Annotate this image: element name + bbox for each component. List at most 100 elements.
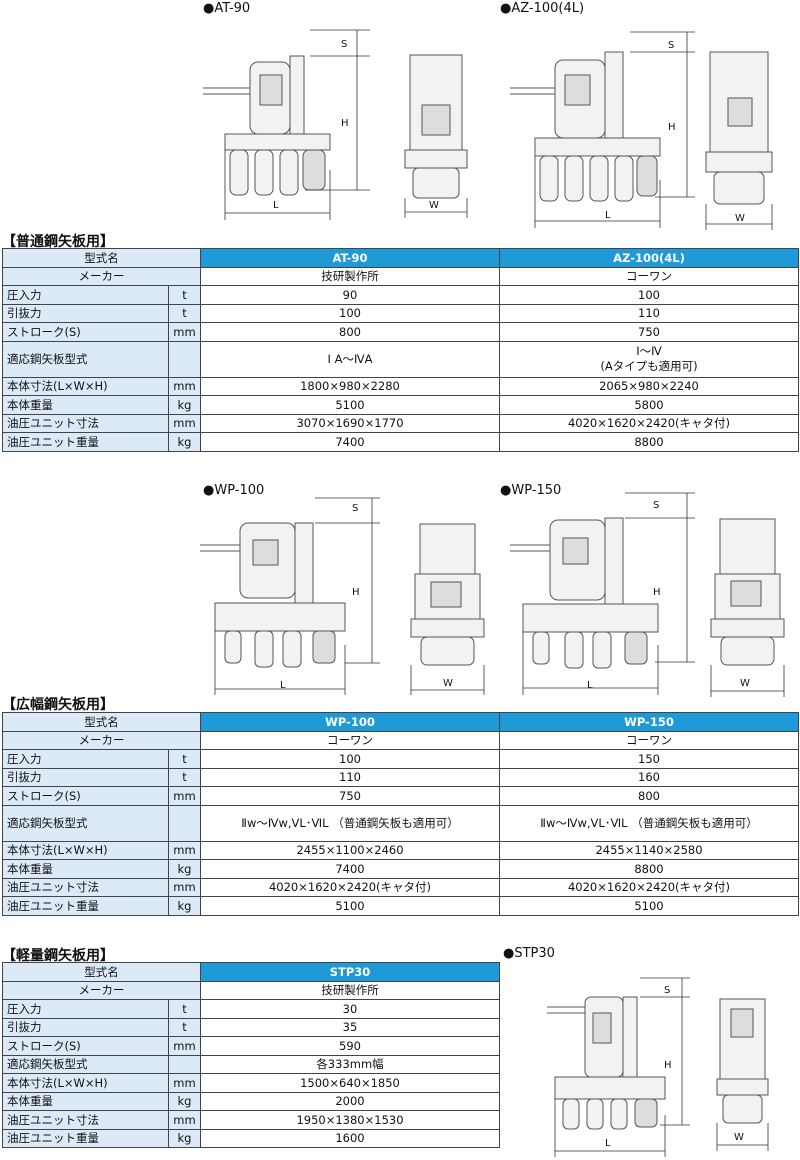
row-unit: mm — [168, 322, 201, 342]
maker-cell: コーワン — [499, 266, 799, 286]
at90-dim-w: W — [429, 200, 439, 211]
value-cell: 1500×640×1850 — [200, 1073, 500, 1093]
row-unit: kg — [168, 859, 201, 879]
value-cell: 4020×1620×2420(キャタ付) — [200, 877, 500, 897]
table-row: 型式名 WP-100 WP-150 — [2, 712, 799, 732]
row-unit — [168, 804, 201, 842]
value-cell: 各333mm幅 — [200, 1054, 500, 1074]
value-cell: 5800 — [499, 395, 799, 415]
row-label: 油圧ユニット寸法 — [2, 413, 169, 433]
table-row: 本体寸法(L×W×H) mm 2455×1100×2460 2455×1140×… — [2, 840, 799, 860]
row-label: 油圧ユニット寸法 — [2, 1110, 169, 1130]
az100-front-view-drawing — [705, 51, 773, 230]
value-cell: 1600 — [200, 1128, 500, 1148]
spec-table-light: 型式名 STP30 メーカー 技研製作所 圧入力 t 30 引抜力 t 35 ス… — [2, 962, 500, 1148]
maker-header: メーカー — [2, 266, 201, 286]
az100-dim-s: S — [668, 40, 675, 51]
section-title-wide: 【広幅鋼矢板用】 — [2, 697, 114, 713]
spec-table-standard: 型式名 AT-90 AZ-100(4L) メーカー 技研製作所 コーワン 圧入力… — [2, 248, 799, 452]
row-unit: t — [168, 285, 201, 305]
az100-side-view-drawing — [510, 31, 695, 228]
wp100-dim-h: H — [352, 587, 360, 598]
wp100-dim-s: S — [352, 503, 359, 514]
value-cell: 1950×1380×1530 — [200, 1110, 500, 1130]
table-row: 油圧ユニット重量 kg 7400 8800 — [2, 432, 799, 452]
wp150-side-view-drawing — [510, 492, 695, 695]
at90-dim-s: S — [341, 39, 348, 50]
value-cell: 35 — [200, 1017, 500, 1037]
value-cell: 800 — [499, 786, 799, 806]
wp150-front-view-drawing — [710, 518, 785, 697]
value-cell: 30 — [200, 999, 500, 1019]
row-unit — [168, 1054, 201, 1074]
table-row: 引抜力 t 35 — [2, 1017, 500, 1037]
table-row: 圧入力 t 30 — [2, 999, 500, 1019]
value-cell: Ⅱw〜Ⅳw,ⅤL･ⅥL （普通鋼矢板も適用可） — [499, 804, 799, 842]
row-unit: t — [168, 749, 201, 769]
table-row: 本体重量 kg 7400 8800 — [2, 859, 799, 879]
model-header-cell: WP-100 — [200, 712, 500, 732]
row-label: 適応鋼矢板型式 — [2, 340, 169, 378]
table-row: 油圧ユニット寸法 mm 4020×1620×2420(キャタ付) 4020×16… — [2, 877, 799, 897]
row-unit: mm — [168, 1036, 201, 1056]
figure-label-wp100: ●WP-100 — [203, 483, 265, 498]
value-cell: 750 — [499, 322, 799, 342]
at90-dim-l: L — [273, 200, 279, 211]
row-label: 本体寸法(L×W×H) — [2, 840, 169, 860]
stp30-dim-l: L — [605, 1138, 611, 1149]
row-unit: mm — [168, 877, 201, 897]
row-label: 引抜力 — [2, 767, 169, 787]
row-label: ストローク(S) — [2, 1036, 169, 1056]
row-unit: kg — [168, 395, 201, 415]
table-row: 本体重量 kg 2000 — [2, 1091, 500, 1111]
stp30-dim-h: H — [664, 1060, 672, 1071]
row-unit: mm — [168, 840, 201, 860]
row-unit — [168, 340, 201, 378]
section-title-standard: 【普通鋼矢板用】 — [2, 234, 114, 250]
row-unit: kg — [168, 896, 201, 916]
table-row: メーカー 技研製作所 — [2, 980, 500, 1000]
value-cell: Ⅰ A〜ⅣA — [200, 340, 500, 378]
figure-label-at90: ●AT-90 — [203, 1, 251, 16]
row-label: 油圧ユニット寸法 — [2, 877, 169, 897]
value-cell: 800 — [200, 322, 500, 342]
value-cell: 5100 — [200, 395, 500, 415]
value-cell: 150 — [499, 749, 799, 769]
table-row: 型式名 AT-90 AZ-100(4L) — [2, 248, 799, 268]
row-unit: t — [168, 303, 201, 323]
table-row: 圧入力 t 90 100 — [2, 285, 799, 305]
maker-cell: コーワン — [499, 730, 799, 750]
table-row: 本体寸法(L×W×H) mm 1800×980×2280 2065×980×22… — [2, 376, 799, 396]
value-cell: 3070×1690×1770 — [200, 413, 500, 433]
table-row: メーカー 技研製作所 コーワン — [2, 266, 799, 286]
value-cell: 100 — [200, 749, 500, 769]
row-unit: mm — [168, 1073, 201, 1093]
value-cell: 100 — [200, 303, 500, 323]
wp150-dim-l: L — [587, 680, 593, 691]
wp150-dim-h: H — [653, 587, 661, 598]
model-name-header: 型式名 — [2, 248, 201, 268]
value-cell: 4020×1620×2420(キャタ付) — [499, 413, 799, 433]
value-cell: Ⅰ〜Ⅳ(Aタイプも適用可) — [499, 340, 799, 378]
section-title-light: 【軽量鋼矢板用】 — [2, 948, 114, 964]
az100-dim-h: H — [668, 122, 676, 133]
model-header-cell: AT-90 — [200, 248, 500, 268]
value-cell: 90 — [200, 285, 500, 305]
stp30-side-view-drawing — [547, 977, 690, 1157]
table-row: ストローク(S) mm 800 750 — [2, 322, 799, 342]
az100-dim-l: L — [605, 210, 611, 221]
row-label: 圧入力 — [2, 999, 169, 1019]
value-line: Ⅰ A〜ⅣA — [327, 351, 373, 366]
value-cell: 100 — [499, 285, 799, 305]
row-unit: t — [168, 1017, 201, 1037]
stp30-dim-w: W — [734, 1132, 744, 1143]
value-line-note: (Aタイプも適用可) — [600, 359, 698, 373]
row-label: 本体重量 — [2, 395, 169, 415]
value-cell: 8800 — [499, 859, 799, 879]
model-name-header: 型式名 — [2, 712, 201, 732]
wp100-side-view-drawing — [200, 497, 380, 695]
wp100-front-view-drawing — [410, 523, 485, 695]
model-name-header: 型式名 — [2, 962, 201, 982]
value-cell: 590 — [200, 1036, 500, 1056]
value-cell: 110 — [200, 767, 500, 787]
